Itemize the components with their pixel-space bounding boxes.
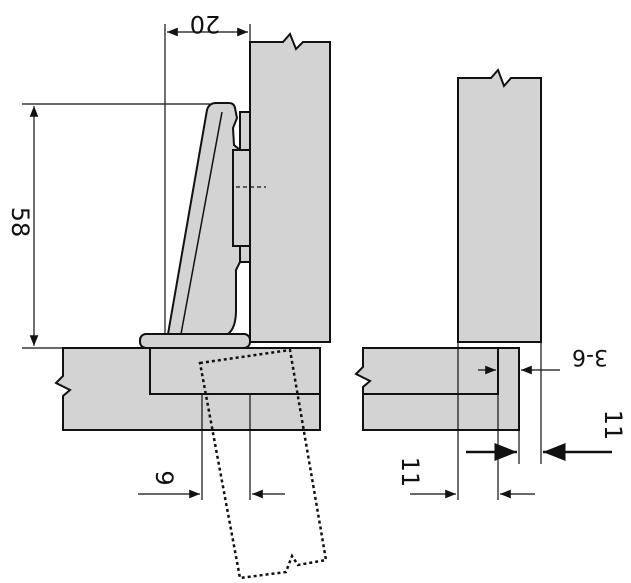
hinge-cup-screw [232,149,251,247]
dim-top-label: 20 [190,10,221,38]
dim-far-label: 11 [599,410,627,441]
dim-low-label: 11 [396,457,424,488]
left-door-panel [249,32,331,343]
dim-36-label: 3-6 [572,344,608,369]
open-door-outline [198,348,328,580]
right-door-panel [457,68,542,343]
dim-height-label: 58 [6,207,34,238]
hinge-mounting-plate [139,333,251,349]
hinge-arm-inner-edge [180,111,223,335]
hinge-arm [166,102,241,335]
dim-bottom-label: 9 [150,470,178,485]
right-cabinet-panel [354,347,499,395]
left-panel-groove [149,347,321,395]
